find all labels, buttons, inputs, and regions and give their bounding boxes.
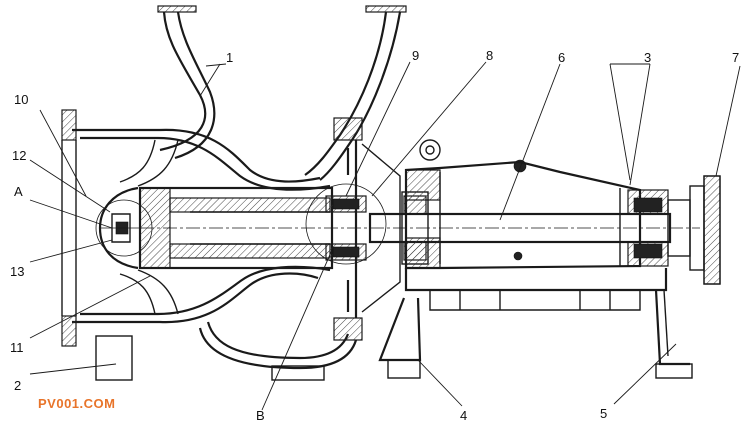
guide-vanes-part-11	[119, 139, 179, 315]
label-8: 8	[486, 48, 493, 63]
label-2: 2	[14, 378, 21, 393]
part-labels: 1 9 8 6 3 7 10 12 A 13 11 2 B 4 5	[10, 48, 739, 423]
bearing-housing-part-3	[404, 139, 669, 270]
label-3: 3	[644, 50, 651, 65]
label-1: 1	[226, 50, 233, 65]
leader-lines	[29, 61, 741, 411]
coupling-part-7	[667, 175, 721, 285]
label-12: 12	[12, 148, 26, 163]
label-B: B	[256, 408, 265, 423]
label-5: 5	[600, 406, 607, 421]
label-10: 10	[14, 92, 28, 107]
hub-nose-cone	[95, 186, 153, 270]
label-9: 9	[412, 48, 419, 63]
label-13: 13	[10, 264, 24, 279]
label-11: 11	[10, 340, 24, 355]
shaft-tube-part-10	[138, 186, 700, 270]
label-A: A	[14, 184, 23, 199]
label-7: 7	[732, 50, 739, 65]
label-6: 6	[558, 50, 565, 65]
label-4: 4	[460, 408, 467, 423]
inlet-foot-part-2	[95, 335, 133, 381]
watermark-text: PV001.COM	[38, 396, 115, 411]
casing-part-1	[61, 5, 407, 381]
support-base-part-4-5	[378, 268, 693, 379]
